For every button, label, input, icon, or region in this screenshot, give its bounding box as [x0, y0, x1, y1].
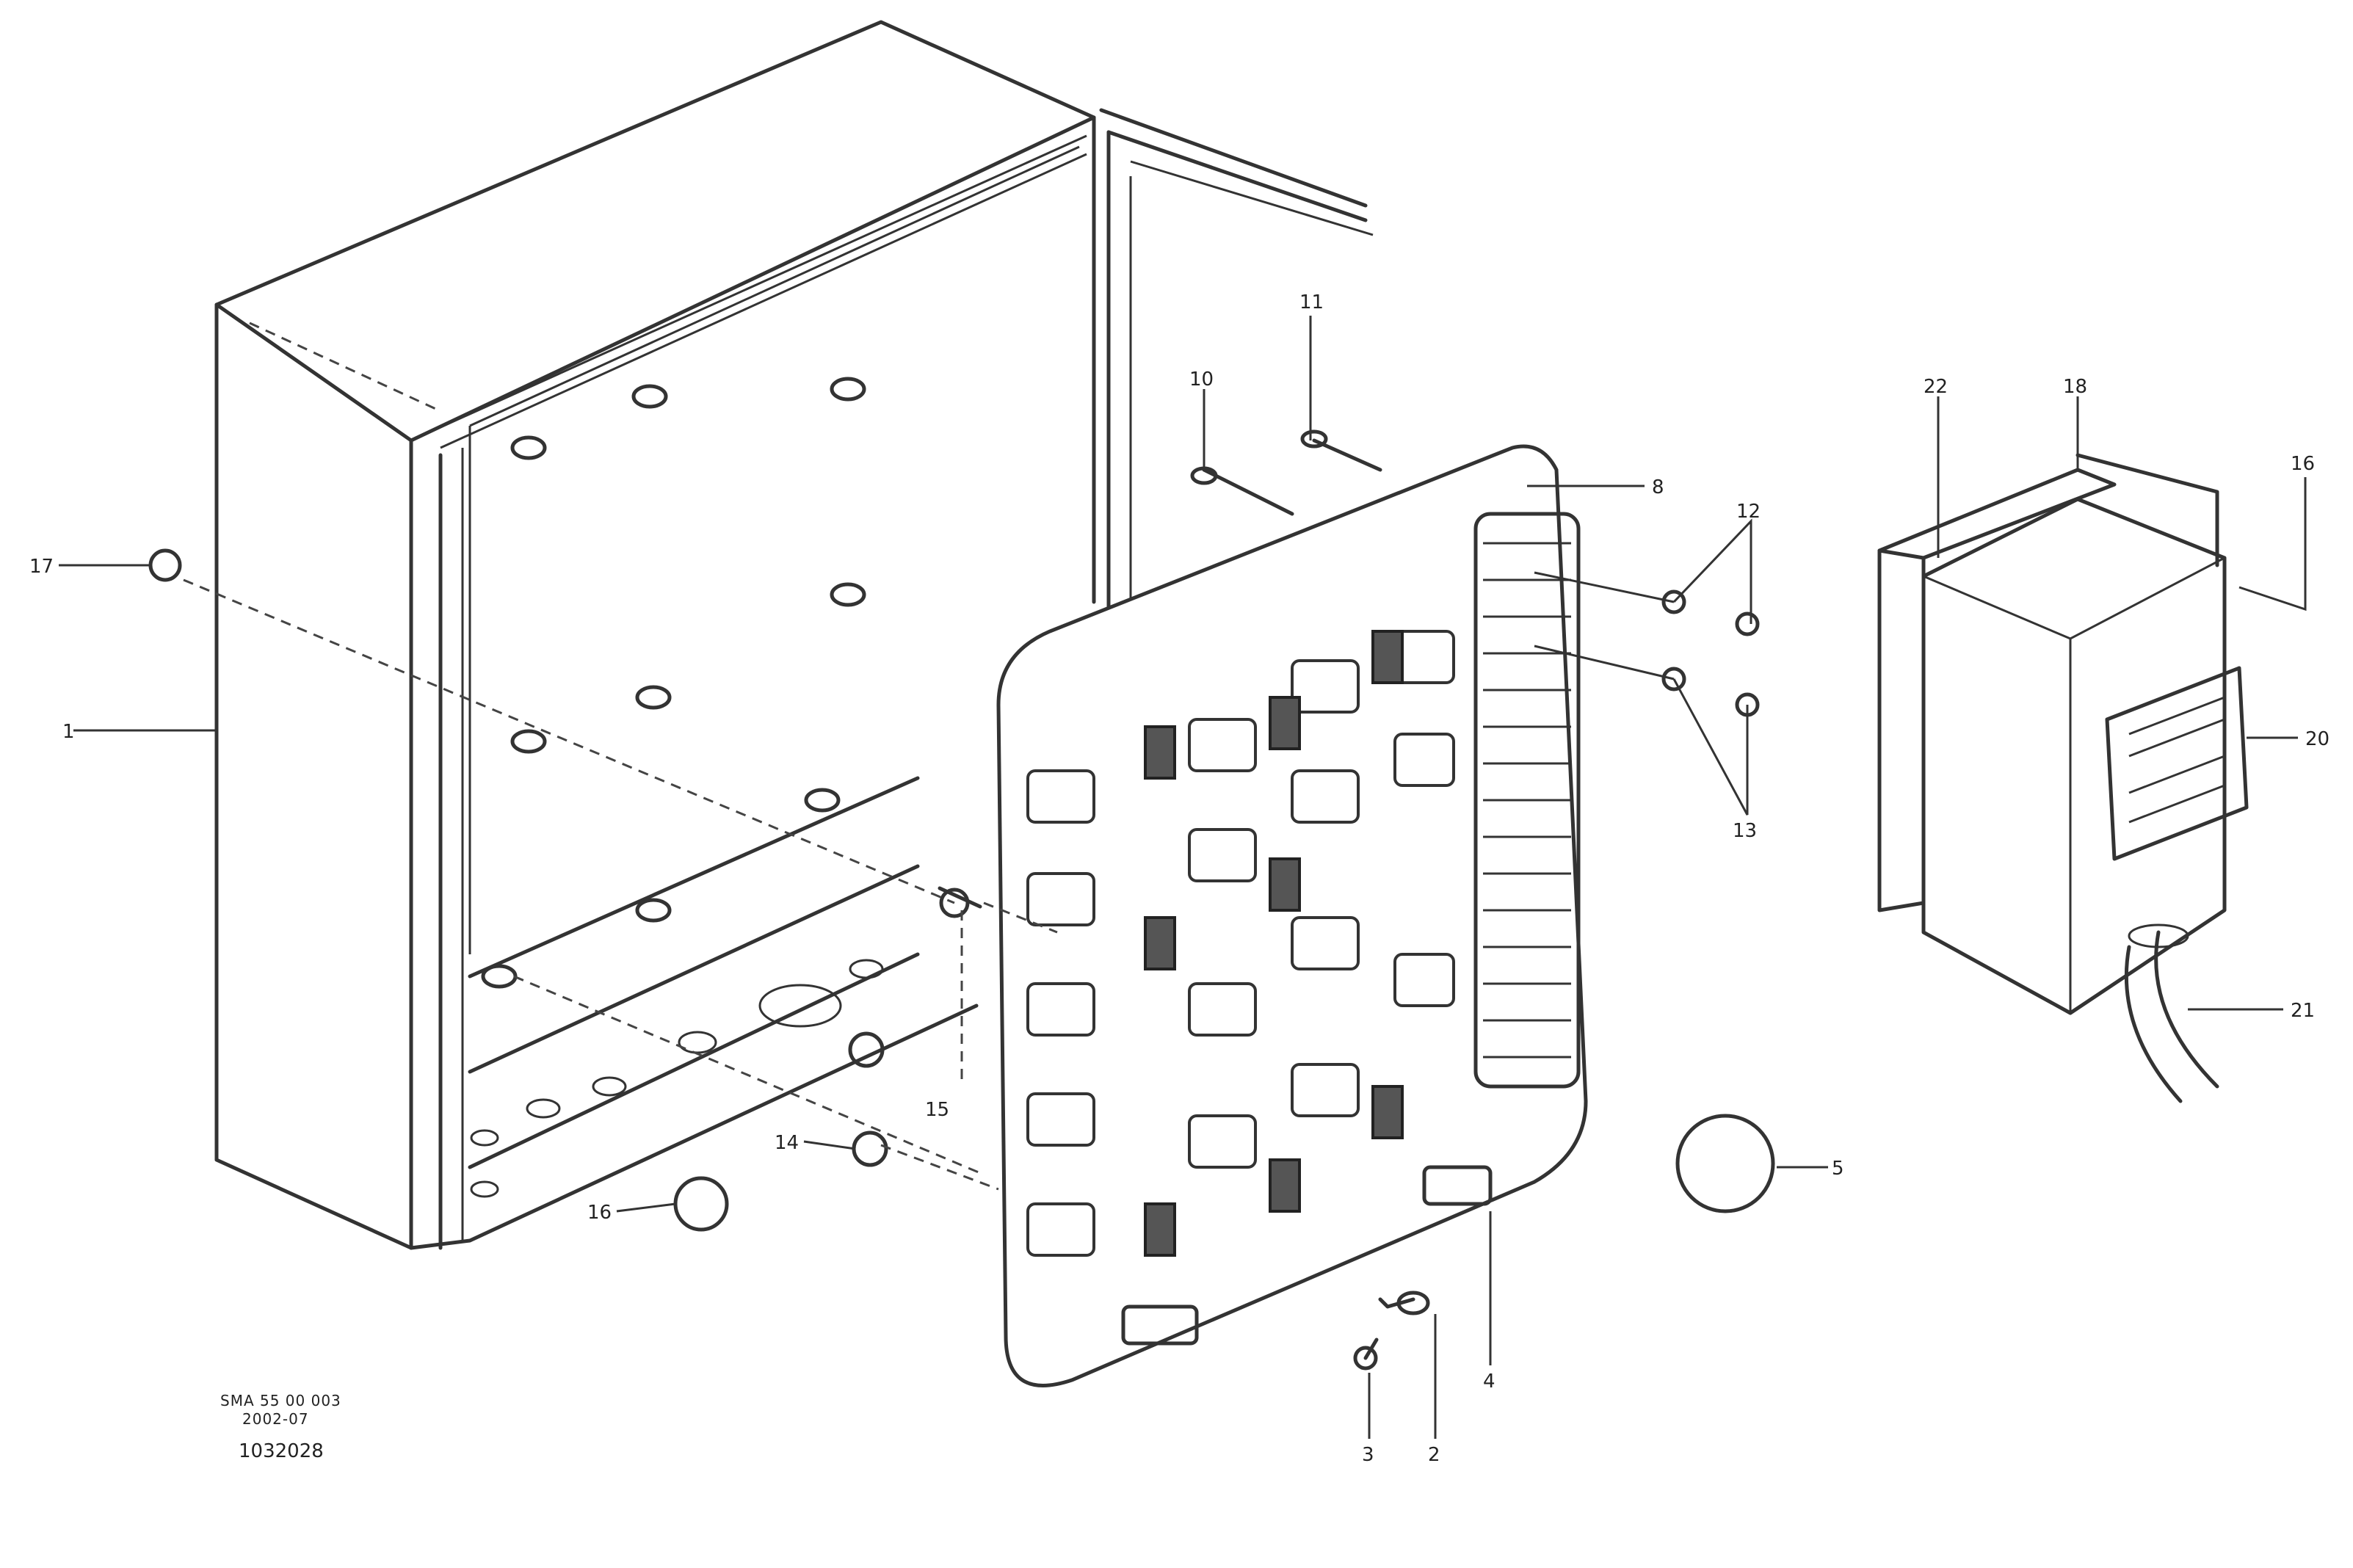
control-unit-label	[2105, 666, 2249, 861]
callout-11: 11	[1299, 291, 1324, 313]
callout-18: 18	[2063, 376, 2087, 398]
callout-16-bottom: 16	[587, 1202, 612, 1224]
reference-code-line-1: SMA 55 00 003	[220, 1392, 341, 1409]
callout-15: 15	[925, 1099, 949, 1121]
callout-14: 14	[775, 1132, 799, 1154]
callout-17: 17	[29, 556, 54, 578]
callout-10: 10	[1189, 369, 1214, 391]
callout-1: 1	[62, 721, 75, 743]
relay-board	[996, 444, 1588, 1387]
callout-13: 13	[1733, 820, 1757, 842]
drawing-reference: SMA 55 00 003 2002-07 1032028	[220, 1392, 341, 1462]
fuse-block-column	[1473, 512, 1581, 1089]
callout-leaders	[59, 316, 2307, 1439]
control-unit	[1877, 453, 2249, 1103]
callout-12: 12	[1736, 501, 1761, 523]
loose-hardware	[148, 429, 1775, 1371]
callout-2: 2	[1428, 1444, 1440, 1466]
callout-16-top: 16	[2291, 453, 2315, 475]
callout-4: 4	[1483, 1371, 1495, 1393]
callout-labels: 17 1 11 10 8 12 13 22 18 16 20 21 15 14 …	[29, 291, 2330, 1466]
callout-5: 5	[1832, 1158, 1844, 1180]
relay-grid	[1026, 630, 1455, 1257]
mounting-studs	[481, 377, 866, 989]
callout-8: 8	[1652, 476, 1664, 498]
callout-21: 21	[2291, 1000, 2315, 1022]
callout-20: 20	[2305, 728, 2330, 750]
distribution-box-housing	[214, 20, 1374, 1250]
assembly-guides	[183, 578, 1058, 1191]
fuse-strips	[1144, 630, 1404, 1257]
drawing-number: 1032028	[239, 1440, 324, 1462]
callout-3: 3	[1362, 1444, 1374, 1466]
callout-22: 22	[1924, 376, 1948, 398]
reference-code-line-2: 2002-07	[242, 1410, 309, 1428]
